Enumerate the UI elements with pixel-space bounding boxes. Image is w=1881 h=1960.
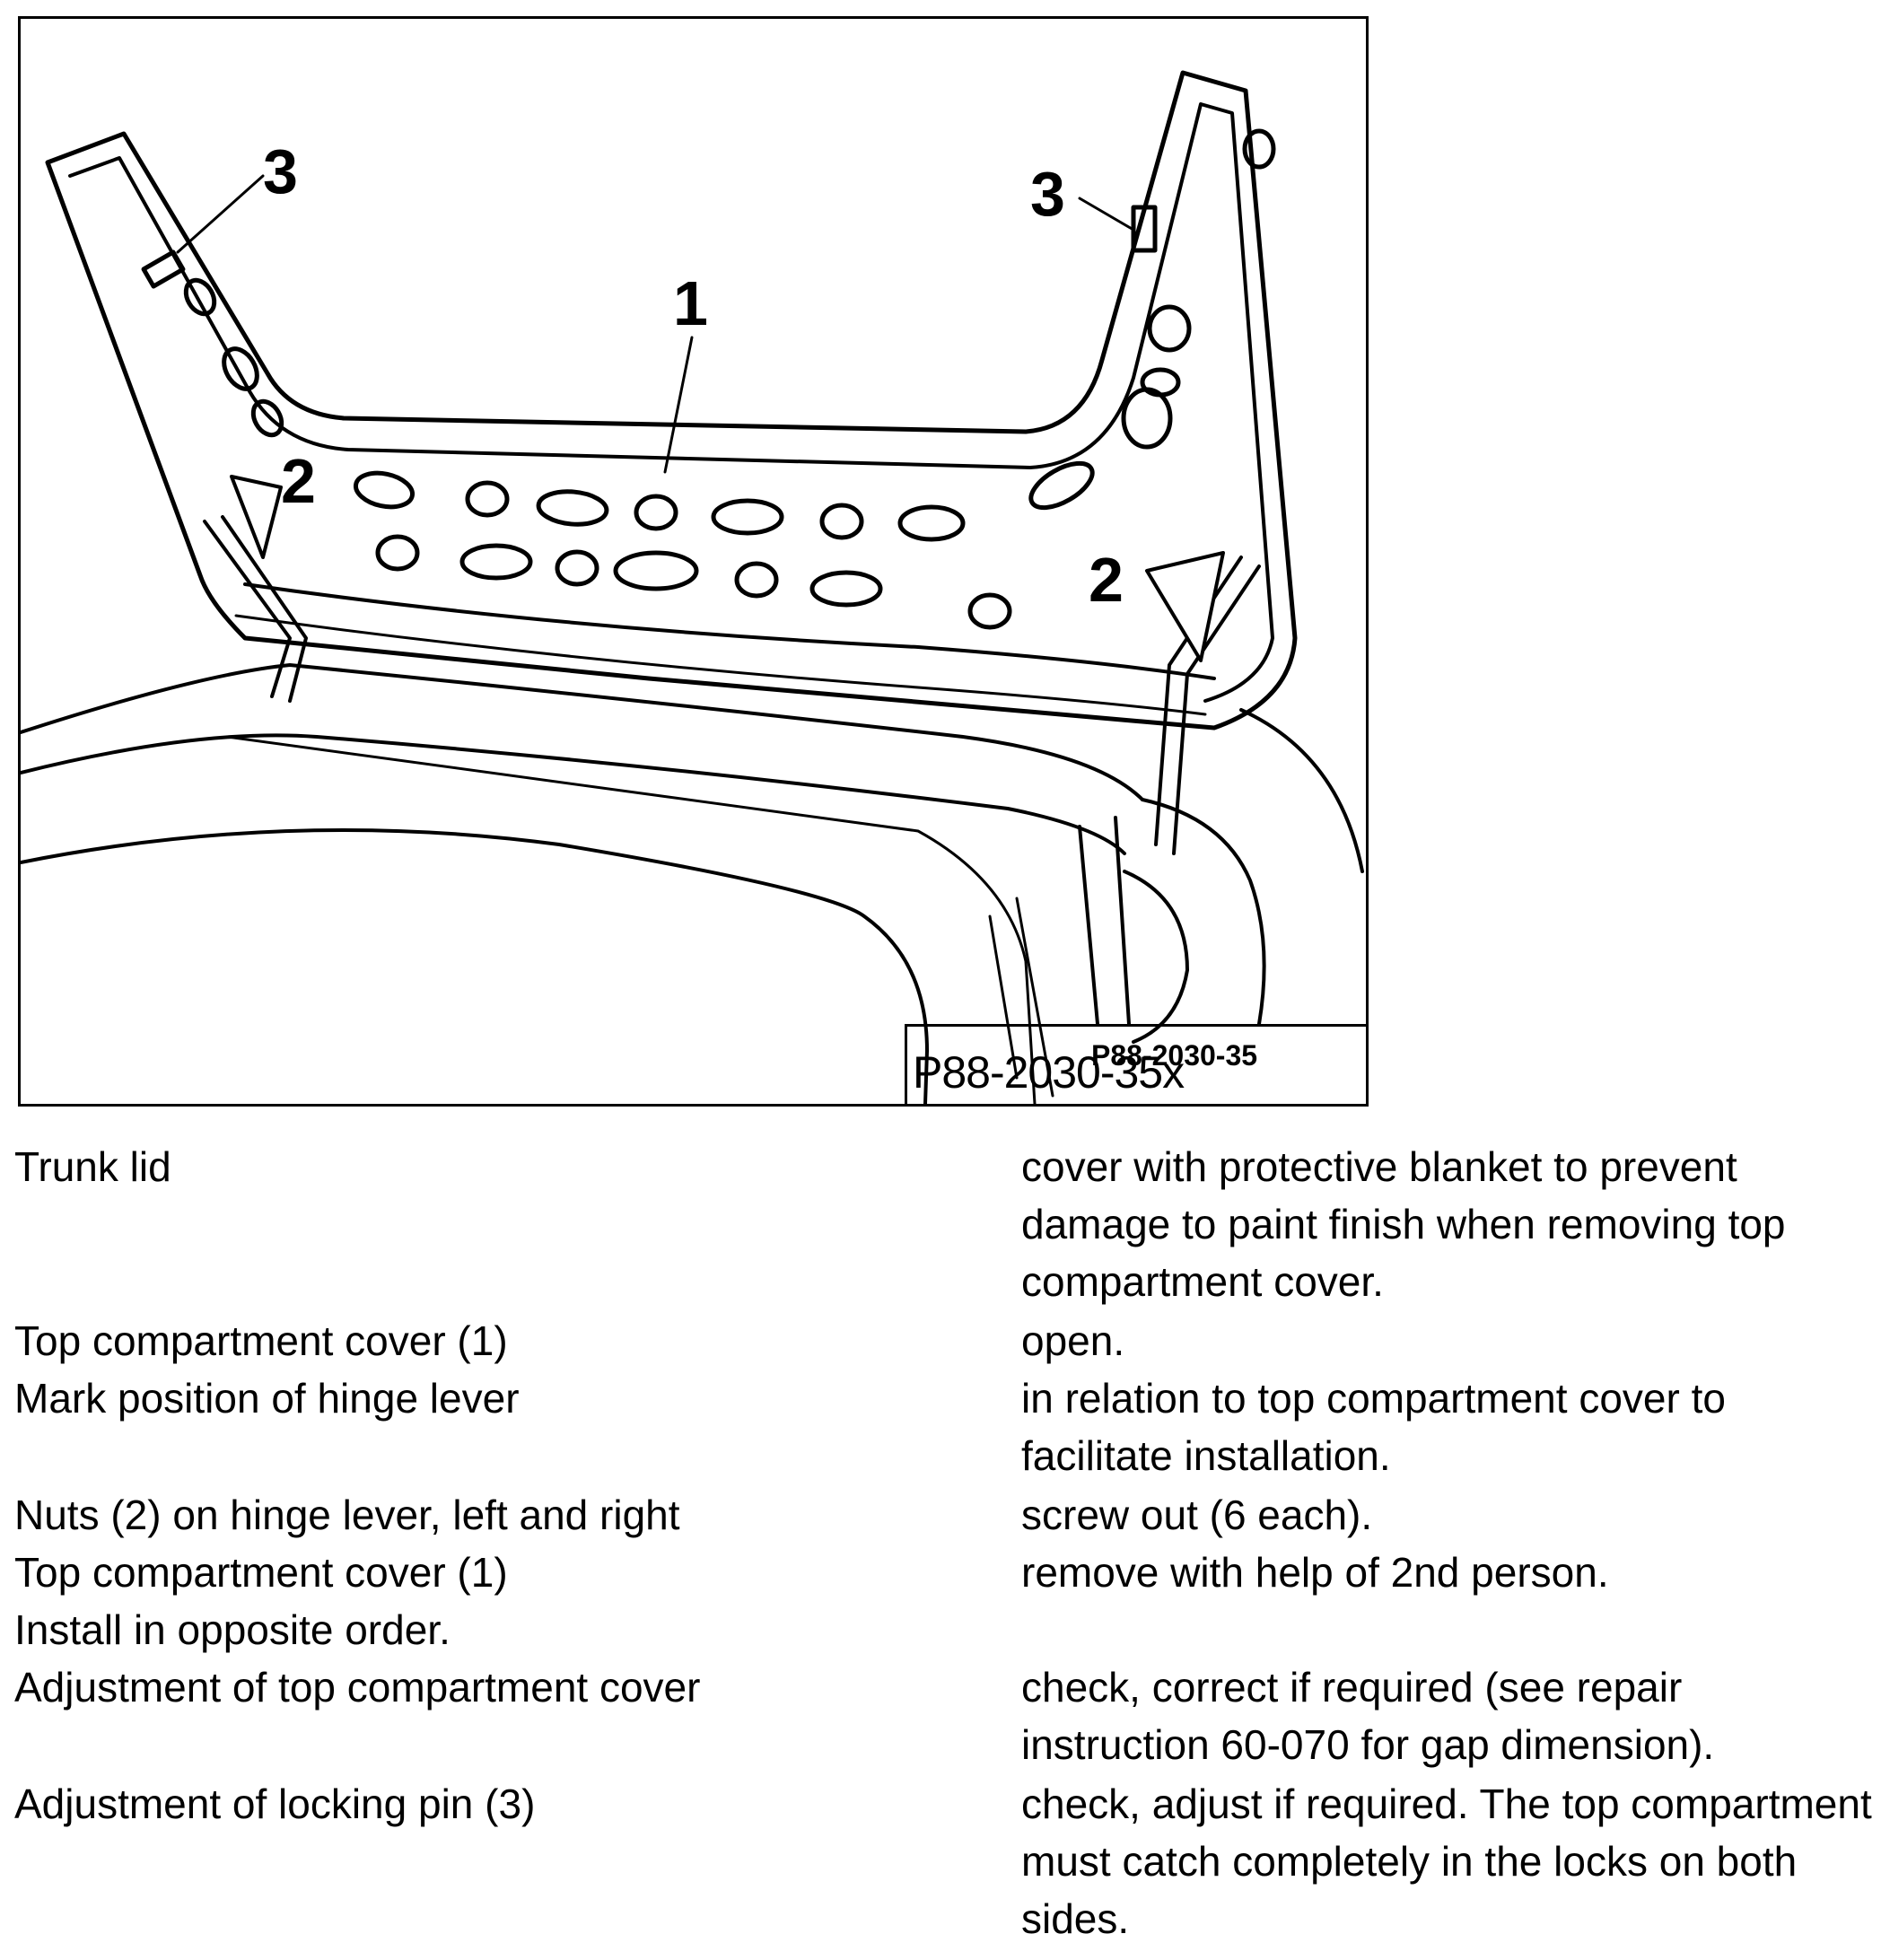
callout-3-right: 3 [1030, 159, 1065, 229]
step-text: Top compartment cover (1) [14, 1549, 508, 1596]
cover-lower-rail [243, 582, 1216, 680]
callout-1: 1 [673, 268, 708, 338]
figure-code-overprint: P88-2030-35 [1091, 1039, 1258, 1072]
action-text: open. [1021, 1317, 1125, 1364]
arrow-2-left [230, 475, 283, 559]
body-edge-1 [21, 663, 1144, 801]
body-right-panel [1239, 708, 1364, 873]
technical-illustration: 1 2 2 3 3 P88-2030-35x P88-2030-35 [18, 16, 1369, 1107]
leader-3-right [1078, 197, 1135, 232]
callout-2-right: 2 [1089, 545, 1124, 615]
step-text: Mark position of hinge lever [14, 1375, 520, 1422]
locking-pin-left [141, 249, 186, 289]
body-edge-4 [225, 735, 1037, 1104]
step-text: Nuts (2) on hinge lever, left and right [14, 1492, 680, 1538]
leader-3-left [176, 174, 265, 254]
step-text: Top compartment cover (1) [14, 1317, 508, 1364]
step-text: Adjustment of locking pin (3) [14, 1781, 536, 1827]
action-text: remove with help of 2nd person. [1021, 1549, 1609, 1596]
action-text: in relation to top compartment cover to … [1021, 1375, 1726, 1479]
cover-outline [45, 70, 1298, 731]
leader-1 [663, 336, 694, 474]
action-text: cover with protective blanket to prevent… [1021, 1143, 1786, 1305]
callout-2-left: 2 [281, 446, 316, 516]
left-hinge-arm [203, 515, 308, 703]
body-edge-3 [21, 828, 929, 1104]
step-text: Trunk lid [14, 1143, 171, 1190]
top-compartment-cover-drawing [21, 70, 1364, 1104]
step-text: Adjustment of top compartment cover [14, 1664, 701, 1711]
step-text: Install in opposite order. [14, 1606, 451, 1653]
action-text: check, correct if required (see repair i… [1021, 1664, 1715, 1768]
cover-inner-outline [68, 102, 1274, 703]
action-text: check, adjust if required. The top compa… [1021, 1781, 1872, 1942]
action-text: screw out (6 each). [1021, 1492, 1373, 1538]
figure-code-box: P88-2030-35x P88-2030-35 [905, 1024, 1366, 1104]
right-hinge-arm [1154, 556, 1261, 855]
callout-3-left: 3 [263, 136, 298, 206]
figure-code: P88-2030-35x [913, 1047, 1185, 1098]
arrow-2-right [1145, 551, 1225, 662]
body-edge-2 [21, 733, 1126, 855]
